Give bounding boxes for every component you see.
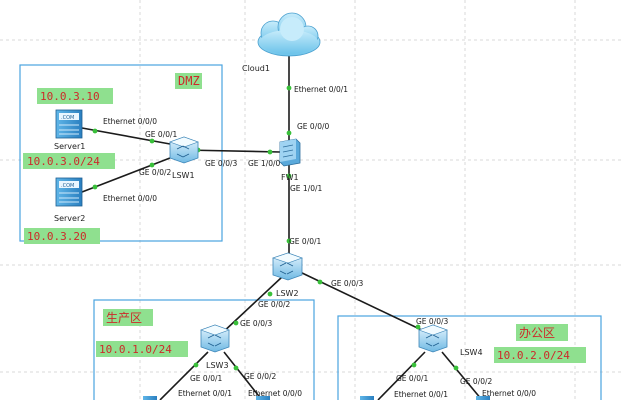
port-labels: Ethernet 0/0/1 GE 0/0/0 GE 1/0/0 GE 1/0/… xyxy=(103,85,536,399)
lsw2-label: LSW2 xyxy=(276,289,299,298)
production-subnet-tag-bg xyxy=(96,341,188,357)
server2-label: Server2 xyxy=(54,214,85,223)
lsw3-device[interactable]: LSW3 xyxy=(200,324,230,370)
link-lsw3-pc1[interactable] xyxy=(159,351,209,400)
server2-device[interactable]: .COM Server2 xyxy=(54,177,85,223)
cloud1-device[interactable]: Cloud1 xyxy=(242,12,321,73)
port-label-lsw3-ge001: GE 0/0/1 xyxy=(190,374,223,383)
lsw4-device[interactable]: LSW4 xyxy=(418,324,483,357)
port-label-lsw1-ge002: GE 0/0/2 xyxy=(139,168,172,177)
port-label-server1-eth000: Ethernet 0/0/0 xyxy=(103,117,157,126)
port-label-lsw2-ge001: GE 0/0/1 xyxy=(289,237,322,246)
dmz-zone-title: DMZ xyxy=(178,74,200,88)
server1-label: Server1 xyxy=(54,142,85,151)
office-pc2-partial[interactable] xyxy=(476,396,490,400)
office-tag-bg xyxy=(516,324,568,341)
port-label-lsw4-ge003: GE 0/0/3 xyxy=(416,317,449,326)
port-status-dots xyxy=(92,85,459,371)
pc-icon xyxy=(360,396,374,400)
link-lsw3-pc2[interactable] xyxy=(223,351,263,400)
port-label-lsw4-pc2-eth: Ethernet 0/0/0 xyxy=(482,389,536,398)
dmz-tag-bg xyxy=(175,73,202,89)
port-label-lsw3-pc1-eth: Ethernet 0/0/1 xyxy=(178,389,232,398)
port-label-lsw2-ge003: GE 0/0/3 xyxy=(331,279,364,288)
pc-icon xyxy=(256,396,270,400)
port-label-fw-ge000: GE 0/0/0 xyxy=(297,122,330,131)
office-area[interactable] xyxy=(337,315,602,400)
port-label-fw-ge101: GE 1/0/1 xyxy=(290,184,323,193)
production-pc2-partial[interactable] xyxy=(256,396,270,400)
port-label-fw-ge100: GE 1/0/0 xyxy=(248,159,281,168)
server1-device[interactable]: .COM Server1 xyxy=(54,109,85,151)
production-tag-bg xyxy=(103,309,153,326)
lsw3-label: LSW3 xyxy=(206,361,229,370)
port-label-lsw3-ge003: GE 0/0/3 xyxy=(240,319,273,328)
server1-ip-tag: 10.0.3.10 xyxy=(40,90,100,103)
switch-icon xyxy=(169,136,199,164)
production-zone-title: 生产区 xyxy=(106,311,142,325)
dmz-subnet-tag-bg xyxy=(23,153,115,169)
firewall-icon xyxy=(279,138,301,167)
server-icon: .COM xyxy=(55,177,83,207)
lsw2-device[interactable]: LSW2 xyxy=(272,252,303,298)
port-label-lsw4-ge001: GE 0/0/1 xyxy=(396,374,429,383)
pc-icon xyxy=(476,396,490,400)
svg-text:.COM: .COM xyxy=(61,183,74,189)
dmz-area[interactable] xyxy=(19,64,223,242)
link-lsw4-pc1[interactable] xyxy=(377,351,426,400)
port-label-lsw3-ge002: GE 0/0/2 xyxy=(244,372,277,381)
switch-icon xyxy=(272,252,303,281)
switch-icon xyxy=(200,324,230,353)
server2-ip-tag: 10.0.3.20 xyxy=(27,230,87,243)
port-label-cloud-eth001: Ethernet 0/0/1 xyxy=(294,85,348,94)
dmz-subnet-tag: 10.0.3.0/24 xyxy=(27,155,100,168)
switch-icon xyxy=(418,324,448,353)
svg-text:.COM: .COM xyxy=(61,115,74,121)
server2-ip-tag-bg xyxy=(24,228,100,244)
production-subnet-tag: 10.0.1.0/24 xyxy=(99,343,172,356)
link-lsw4-pc2[interactable] xyxy=(441,351,483,400)
cloud-icon xyxy=(257,12,321,57)
port-label-lsw1-ge003: GE 0/0/3 xyxy=(205,159,238,168)
lsw4-label: LSW4 xyxy=(460,348,483,357)
link-lsw2-lsw3[interactable] xyxy=(219,276,283,336)
server1-ip-tag-bg xyxy=(37,88,113,104)
lsw1-label: LSW1 xyxy=(172,171,195,180)
port-label-lsw4-ge002: GE 0/0/2 xyxy=(460,377,493,386)
port-label-lsw2-ge002: GE 0/0/2 xyxy=(258,300,291,309)
office-zone-title: 办公区 xyxy=(519,325,555,340)
production-pc1-partial[interactable] xyxy=(143,396,157,400)
port-label-lsw1-ge001: GE 0/0/1 xyxy=(145,130,178,139)
pc-icon xyxy=(143,396,157,400)
server-icon: .COM xyxy=(55,109,83,139)
office-pc1-partial[interactable] xyxy=(360,396,374,400)
port-label-server2-eth000: Ethernet 0/0/0 xyxy=(103,194,157,203)
port-label-lsw4-pc1-eth: Ethernet 0/0/1 xyxy=(394,390,448,399)
lsw1-device[interactable]: LSW1 xyxy=(169,136,199,180)
fw1-label: FW1 xyxy=(281,173,299,182)
office-subnet-tag: 10.0.2.0/24 xyxy=(497,349,570,362)
port-label-lsw3-pc2-eth: Ethernet 0/0/0 xyxy=(248,389,302,398)
production-area[interactable] xyxy=(93,299,315,400)
cloud1-label: Cloud1 xyxy=(242,64,270,73)
fw1-device[interactable]: FW1 xyxy=(279,138,301,182)
office-subnet-tag-bg xyxy=(494,347,586,363)
